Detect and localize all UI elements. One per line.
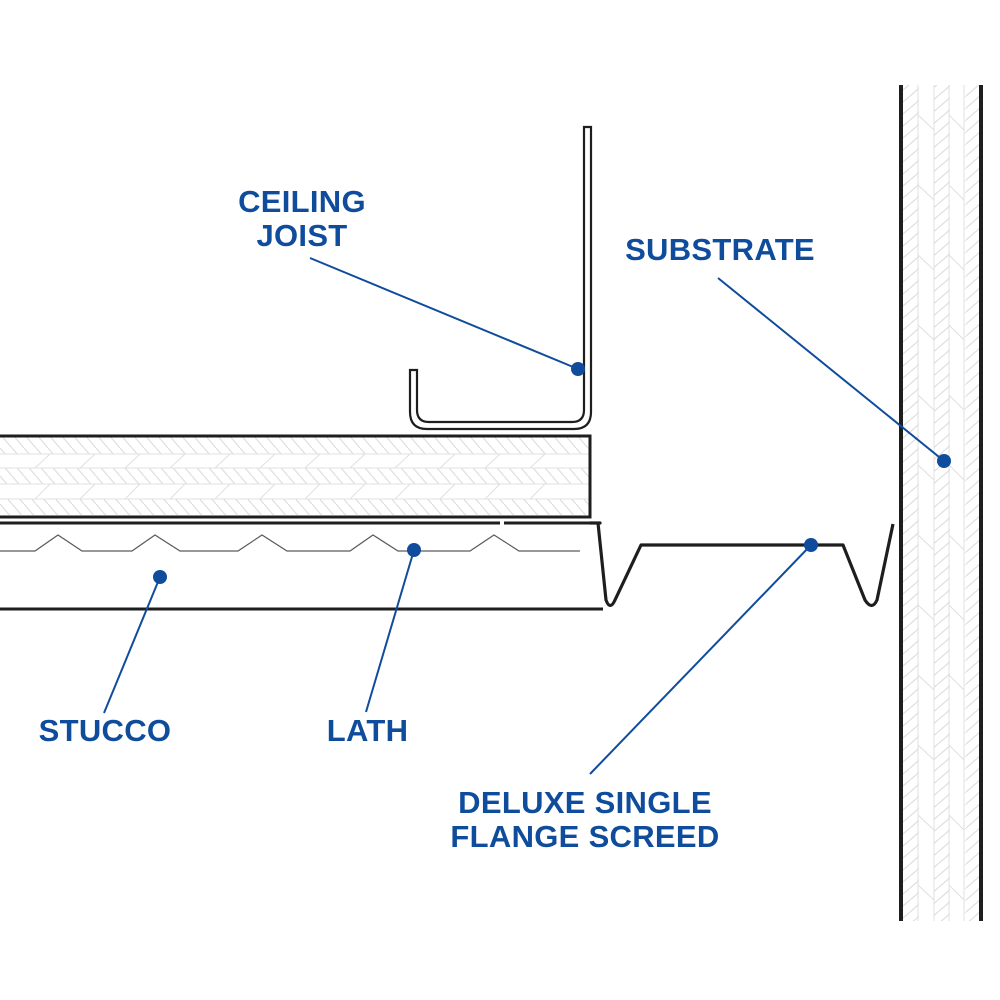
lath-dot [407, 543, 421, 557]
substrate-board [0, 434, 592, 519]
lath-label: LATH [310, 714, 425, 748]
ceiling-joist-label-line2: JOIST [256, 218, 348, 253]
substrate-dot [937, 454, 951, 468]
lath-layer [0, 534, 580, 552]
lath-leader [365, 543, 421, 713]
screed-label-line1: DELUXE SINGLE [458, 785, 712, 820]
ceiling-joist-label-line1: CEILING [238, 184, 366, 219]
screed-label: DELUXE SINGLE FLANGE SCREED [430, 786, 740, 854]
screed-dot [804, 538, 818, 552]
ceiling-joist-dot [571, 362, 585, 376]
screed-label-line2: FLANGE SCREED [450, 819, 720, 854]
screed-leader [589, 538, 818, 775]
stucco-label-line1: STUCCO [38, 713, 172, 748]
lath-label-line1: LATH [326, 713, 409, 748]
ceiling-joist-label: CEILING JOIST [222, 185, 382, 253]
substrate-wall [899, 85, 983, 921]
flange-screed-shape [590, 521, 895, 608]
substrate-leader [717, 277, 951, 468]
ceiling-joist-shape [408, 125, 593, 431]
substrate-label: SUBSTRATE [610, 233, 830, 267]
substrate-label-line1: SUBSTRATE [625, 232, 815, 267]
ceiling-joist-leader [309, 257, 585, 376]
stucco-leader [103, 570, 167, 714]
stucco-label: STUCCO [20, 714, 190, 748]
stucco-layer [0, 521, 603, 611]
stucco-dot [153, 570, 167, 584]
